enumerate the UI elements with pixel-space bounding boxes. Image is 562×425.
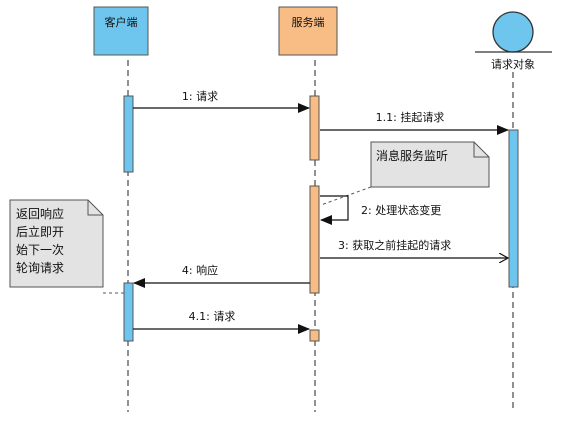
- client-note: [9, 199, 104, 288]
- client-note-line-1: 返回响应: [16, 206, 64, 221]
- server-activation-2: [309, 185, 320, 294]
- client-activation-2: [123, 282, 134, 342]
- server-activation-1: [309, 95, 320, 161]
- client-note-fold: [87, 200, 103, 216]
- message-1-label: 1: 请求: [182, 90, 218, 103]
- monitor-note: [370, 141, 490, 188]
- request-object-entity-icon: [492, 11, 534, 53]
- message-3-label: 3: 获取之前挂起的请求: [338, 238, 451, 252]
- message-2-self-arrow: [320, 195, 349, 225]
- message-4-1-label: 4.1: 请求: [189, 310, 236, 323]
- client-note-line-2: 后立即开: [16, 224, 64, 239]
- client-activation-1: [123, 95, 134, 173]
- request-object-activation: [508, 129, 519, 288]
- request-object-label: 请求对象: [491, 57, 535, 71]
- server-head-label: 服务端: [292, 16, 325, 29]
- monitor-note-fold: [473, 142, 489, 158]
- client-head: [93, 6, 149, 56]
- client-note-line-3: 始下一次: [16, 243, 64, 257]
- server-activation-3: [309, 329, 320, 342]
- message-1-1-label: 1.1: 挂起请求: [376, 110, 445, 124]
- client-note-line-4: 轮询请求: [16, 261, 64, 275]
- client-head-label: 客户端: [105, 15, 138, 29]
- monitor-note-text: 消息服务监听: [376, 148, 448, 163]
- server-head: [278, 6, 338, 56]
- message-4-label: 4: 响应: [182, 263, 218, 277]
- message-2-label: 2: 处理状态变更: [361, 203, 441, 217]
